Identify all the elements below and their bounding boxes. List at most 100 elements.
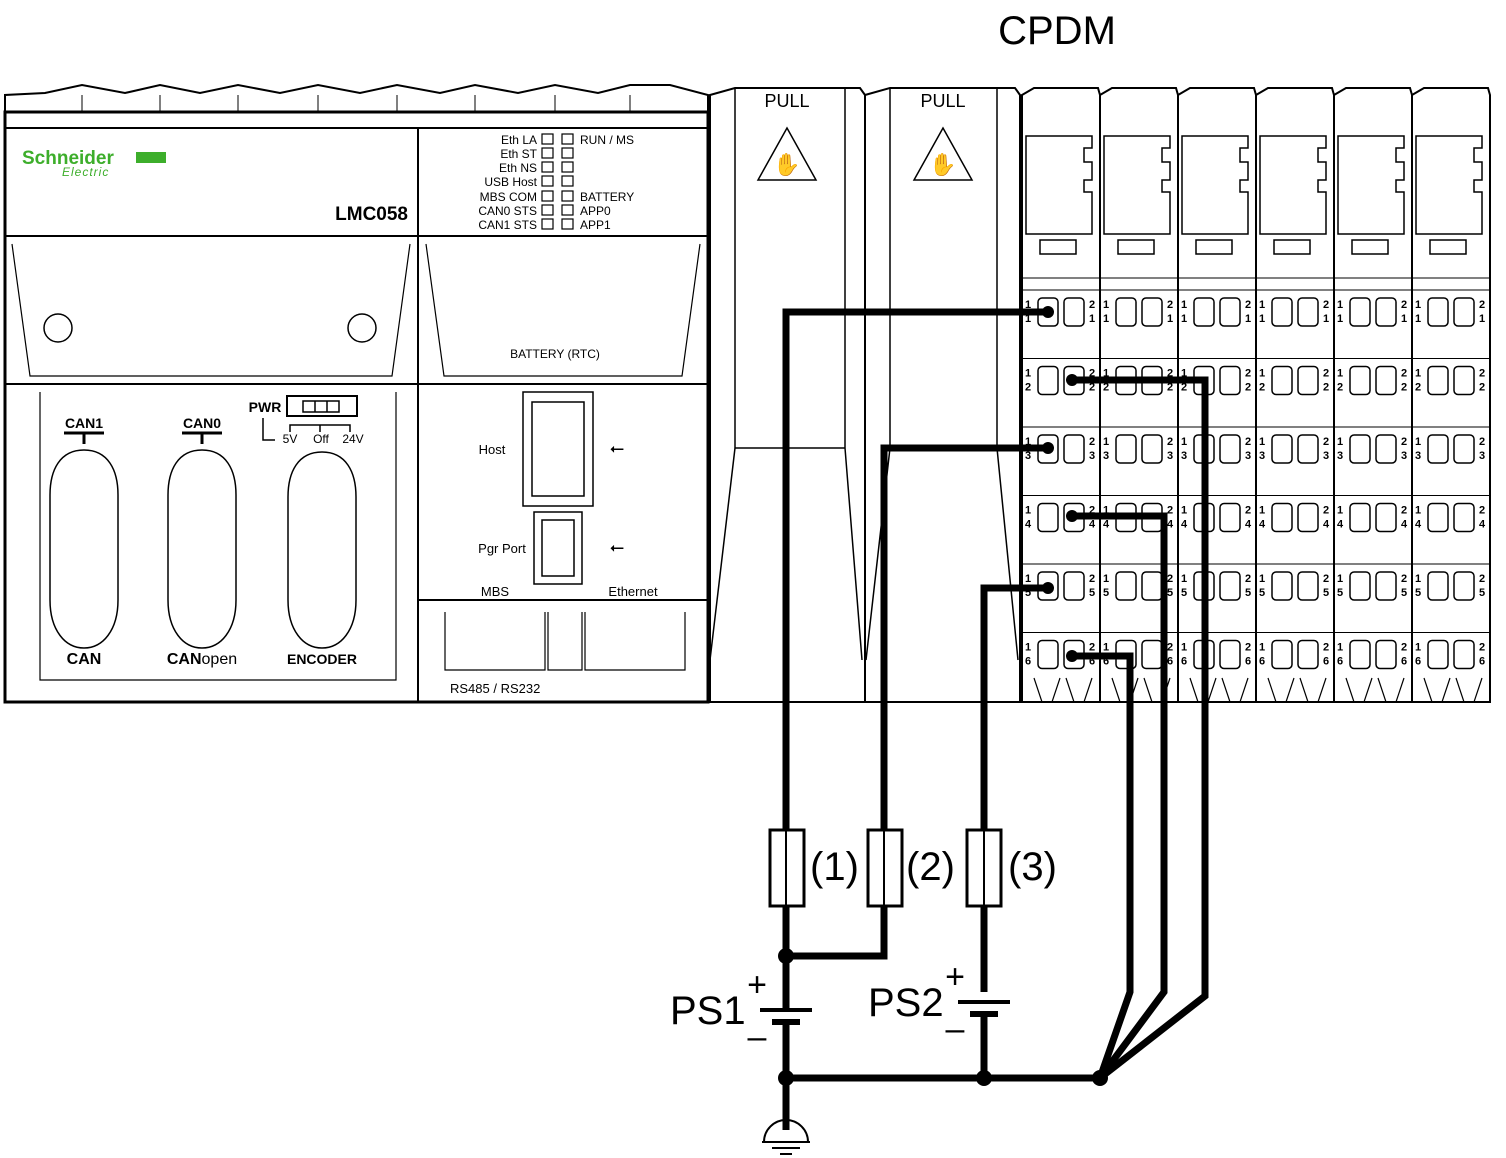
led-label-left: CAN1 STS bbox=[478, 218, 537, 232]
terminal-number: 2 bbox=[1401, 436, 1407, 448]
terminal-number: 5 bbox=[1401, 587, 1407, 599]
wire-return-2-2 bbox=[1072, 376, 1209, 1081]
terminal-number: 2 bbox=[1089, 573, 1095, 585]
terminal-number: 2 bbox=[1259, 382, 1265, 394]
canopen-logo: CANopen bbox=[167, 651, 237, 668]
terminal-number: 1 bbox=[1181, 642, 1187, 654]
terminal-slot bbox=[1297, 365, 1319, 396]
fuse-3: (3) bbox=[965, 828, 1057, 908]
terminal-number: 3 bbox=[1025, 450, 1031, 462]
terminal-slot bbox=[1297, 502, 1319, 533]
terminal-number: 1 bbox=[1479, 313, 1485, 325]
terminal-dot bbox=[1066, 650, 1078, 662]
terminal-slot bbox=[1037, 502, 1059, 533]
terminal-dot bbox=[1042, 306, 1054, 318]
terminal-number: 1 bbox=[1181, 299, 1187, 311]
power-supply-1: PS1 + – bbox=[670, 966, 812, 1056]
terminal-number: 1 bbox=[1245, 313, 1251, 325]
esd-warning-icon: ✋ bbox=[929, 152, 956, 177]
diagram-title: CPDM bbox=[998, 9, 1116, 53]
terminal-number: 2 bbox=[1479, 642, 1485, 654]
terminal-slot bbox=[1063, 434, 1085, 464]
terminal-number: 4 bbox=[1415, 519, 1422, 531]
terminal-slot bbox=[1349, 639, 1371, 670]
junction bbox=[778, 948, 794, 964]
terminal-number: 1 bbox=[1415, 573, 1421, 585]
junction bbox=[778, 1070, 794, 1086]
terminal-slot bbox=[1297, 639, 1319, 670]
pull-label: PULL bbox=[920, 91, 965, 111]
terminal-number: 4 bbox=[1337, 519, 1344, 531]
terminal-number: 1 bbox=[1415, 313, 1421, 325]
terminal-number: 2 bbox=[1103, 382, 1109, 394]
led-indicator bbox=[561, 147, 574, 159]
terminal-slot bbox=[1427, 365, 1449, 396]
terminal-slot bbox=[1453, 502, 1475, 533]
terminal-number: 5 bbox=[1259, 587, 1265, 599]
wire-return-2-4 bbox=[1072, 512, 1168, 1081]
terminal-number: 5 bbox=[1323, 587, 1329, 599]
terminal-slot bbox=[1297, 571, 1319, 601]
terminal-number: 1 bbox=[1415, 642, 1421, 654]
fuse-1: (1) bbox=[768, 828, 859, 908]
terminal-slot bbox=[1427, 639, 1449, 670]
ps-label: PS2 bbox=[868, 981, 944, 1025]
terminal-slot bbox=[1375, 502, 1397, 533]
terminal-number: 6 bbox=[1337, 656, 1343, 668]
terminal-number: 3 bbox=[1181, 450, 1187, 462]
terminal-number: 1 bbox=[1181, 313, 1187, 325]
terminal-slot bbox=[1219, 434, 1241, 464]
terminal-number: 2 bbox=[1401, 382, 1407, 394]
terminal-slot bbox=[1115, 571, 1137, 601]
terminal-slot bbox=[1427, 297, 1449, 327]
pull-module-2: PULL ✋ bbox=[864, 87, 1021, 703]
terminal-number: 6 bbox=[1167, 656, 1173, 668]
led-panel: Eth LA Eth ST Eth NS USB Host MBS COM CA… bbox=[478, 133, 634, 232]
terminal-slot bbox=[1453, 297, 1475, 327]
led-indicator bbox=[561, 175, 574, 187]
terminal-number: 5 bbox=[1089, 587, 1095, 599]
pull-label: PULL bbox=[764, 91, 809, 111]
terminal-number: 1 bbox=[1337, 505, 1343, 517]
terminal-number: 6 bbox=[1103, 656, 1109, 668]
terminal-number: 5 bbox=[1415, 587, 1421, 599]
led-indicator bbox=[541, 190, 554, 202]
terminal-number: 1 bbox=[1337, 642, 1343, 654]
terminal-number: 1 bbox=[1025, 642, 1031, 654]
terminal-slot bbox=[1271, 297, 1293, 327]
terminal-slot bbox=[1219, 639, 1241, 670]
led-label-left: Eth LA bbox=[501, 133, 537, 147]
wire-ps1-to-1-1 bbox=[782, 308, 1048, 830]
terminal-number: 2 bbox=[1167, 299, 1173, 311]
terminal-slot bbox=[1271, 571, 1293, 601]
terminal-number: 2 bbox=[1089, 436, 1095, 448]
terminal-number: 2 bbox=[1401, 505, 1407, 517]
mbs-label: MBS bbox=[481, 584, 510, 599]
terminal-number: 6 bbox=[1401, 656, 1407, 668]
terminal-slot bbox=[1427, 502, 1449, 533]
terminal-number: 4 bbox=[1259, 519, 1266, 531]
terminal-number: 2 bbox=[1245, 436, 1251, 448]
terminal-slot bbox=[1141, 571, 1163, 601]
terminal-number: 2 bbox=[1479, 573, 1485, 585]
terminal-slot bbox=[1349, 502, 1371, 533]
terminal-number: 3 bbox=[1479, 450, 1485, 462]
terminal-slot bbox=[1427, 434, 1449, 464]
terminal-number: 2 bbox=[1337, 382, 1343, 394]
led-indicator bbox=[561, 204, 574, 216]
terminal-number: 6 bbox=[1323, 656, 1329, 668]
terminal-number: 1 bbox=[1181, 368, 1187, 380]
led-indicator bbox=[541, 161, 554, 173]
terminal-number: 2 bbox=[1323, 642, 1329, 654]
terminal-number: 5 bbox=[1181, 587, 1187, 599]
terminal-dot bbox=[1066, 374, 1078, 386]
terminal-number: 2 bbox=[1245, 299, 1251, 311]
terminal-number: 6 bbox=[1259, 656, 1265, 668]
terminal-number: 3 bbox=[1245, 450, 1251, 462]
led-indicator bbox=[541, 147, 554, 159]
terminal-number: 1 bbox=[1103, 505, 1109, 517]
terminal-number: 1 bbox=[1025, 573, 1031, 585]
terminal-number: 1 bbox=[1323, 313, 1329, 325]
